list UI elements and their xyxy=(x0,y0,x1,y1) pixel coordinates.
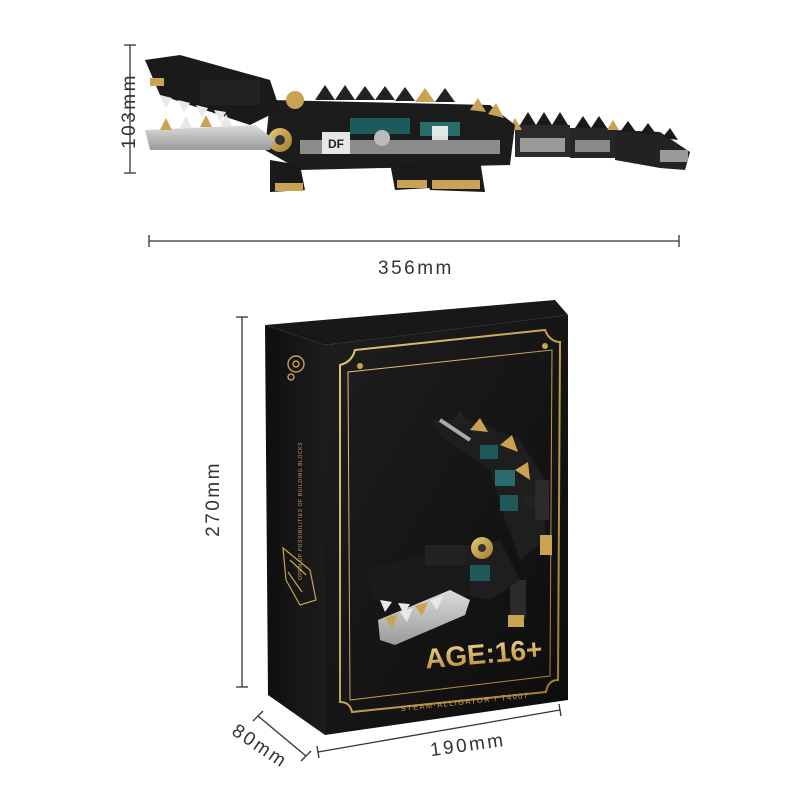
dimension-lines xyxy=(124,44,680,762)
model-height-label: 103mm xyxy=(118,73,140,149)
gear-icon xyxy=(287,355,305,381)
model-length-label: 356mm xyxy=(378,258,454,279)
box-gold-frame xyxy=(339,328,562,714)
alligator-model: DF xyxy=(145,55,690,192)
alligator-body: DF xyxy=(265,85,515,192)
box-alligator-artwork xyxy=(362,410,552,645)
alligator-outline-icon xyxy=(282,546,317,606)
alligator-tail xyxy=(508,112,690,170)
svg-text:DF: DF xyxy=(328,137,344,151)
alligator-head xyxy=(145,55,280,150)
product-box xyxy=(265,300,568,735)
box-height-label: 270mm xyxy=(202,461,224,537)
